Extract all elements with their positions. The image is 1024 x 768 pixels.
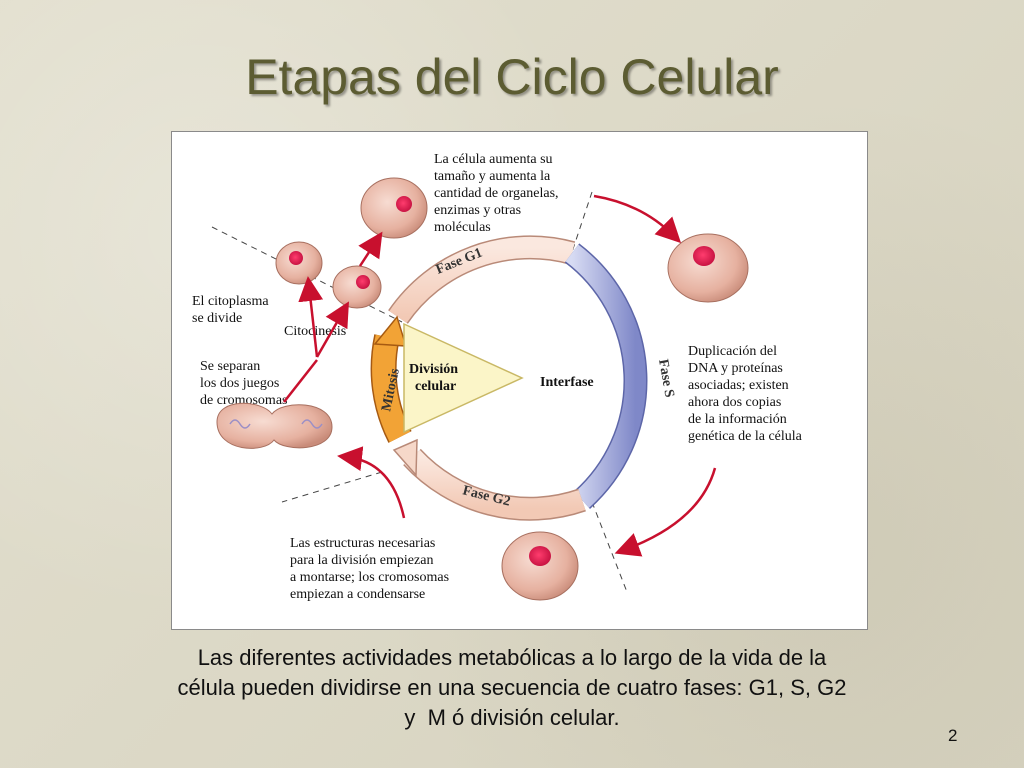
division-triangle bbox=[403, 322, 524, 434]
cell-cycle-diagram: Fase G1 Fase S Fase G2 Mitosis División … bbox=[192, 152, 803, 602]
cell-daughter-left bbox=[275, 241, 323, 285]
g2-desc-line: Las estructuras necesarias bbox=[290, 536, 435, 551]
s-desc-line: de la información bbox=[688, 412, 787, 427]
division-label-2: celular bbox=[415, 379, 456, 394]
arrow-to-top-cell bbox=[358, 231, 383, 267]
g1-desc-line: cantidad de organelas, bbox=[434, 186, 559, 201]
mitosis-desc-line: los dos juegos bbox=[200, 376, 279, 391]
cell-daughter-right bbox=[332, 265, 382, 309]
divider-line bbox=[211, 226, 403, 323]
cell-dividing bbox=[216, 402, 333, 449]
page-number: 2 bbox=[948, 726, 958, 745]
divider-line bbox=[281, 471, 383, 503]
s-desc-line: asociadas; existen bbox=[688, 378, 789, 393]
cyto-desc-line: se divide bbox=[192, 311, 242, 326]
g2-desc-line: empiezan a condensarse bbox=[290, 587, 425, 602]
interfase-label: Interfase bbox=[540, 375, 594, 390]
caption-line: célula pueden dividirse en una secuencia… bbox=[177, 675, 847, 700]
caption: Las diferentes actividades metabólicas a… bbox=[132, 643, 892, 733]
mitosis-desc-line: de cromosomas bbox=[200, 393, 287, 408]
arrow-to-g2-cell bbox=[614, 467, 717, 557]
caption-line: y M ó división celular. bbox=[404, 705, 620, 730]
g1-desc-line: moléculas bbox=[434, 220, 491, 235]
ring-s bbox=[565, 244, 646, 508]
divider-line bbox=[591, 501, 628, 593]
s-desc-line: DNA y proteínas bbox=[688, 361, 783, 376]
arrow-to-dividing-cell bbox=[337, 446, 406, 519]
cell-cycle-figure: Fase G1 Fase S Fase G2 Mitosis División … bbox=[171, 131, 868, 630]
ring-g1 bbox=[389, 236, 575, 324]
ring-mitosis bbox=[372, 334, 411, 443]
s-desc-line: Duplicación del bbox=[688, 344, 777, 359]
arrow-from-dividing-cell bbox=[283, 359, 318, 403]
cell-large-top bbox=[360, 177, 428, 239]
divider-line bbox=[571, 191, 593, 253]
g1-desc-line: La célula aumenta su bbox=[434, 152, 553, 167]
slide-title: Etapas del Ciclo Celular bbox=[245, 49, 779, 105]
s-desc-line: genética de la célula bbox=[688, 429, 803, 444]
division-label-1: División bbox=[409, 362, 458, 377]
mitosis-desc-line: Se separan bbox=[200, 359, 260, 374]
g1-desc-line: enzimas y otras bbox=[434, 203, 521, 218]
arrow-to-left-daughter bbox=[298, 276, 324, 358]
caption-line: Las diferentes actividades metabólicas a… bbox=[197, 645, 827, 670]
g2-desc-line: a montarse; los cromosomas bbox=[290, 570, 449, 585]
arrow-to-right-daughter bbox=[315, 301, 349, 358]
mitosis-arrowhead bbox=[373, 315, 408, 347]
g2-arrowhead bbox=[392, 438, 418, 477]
s-desc-line: ahora dos copias bbox=[688, 395, 781, 410]
g1-desc-line: tamaño y aumenta la bbox=[434, 169, 551, 184]
arrow-to-g1-cell bbox=[593, 194, 682, 244]
cell-g2 bbox=[501, 531, 579, 601]
ring-g2 bbox=[404, 449, 586, 520]
fase-s-label: Fase S bbox=[655, 358, 676, 399]
g2-desc-line: para la división empiezan bbox=[290, 553, 433, 568]
cyto-desc-line: El citoplasma bbox=[192, 294, 269, 309]
cell-g1 bbox=[667, 233, 749, 303]
